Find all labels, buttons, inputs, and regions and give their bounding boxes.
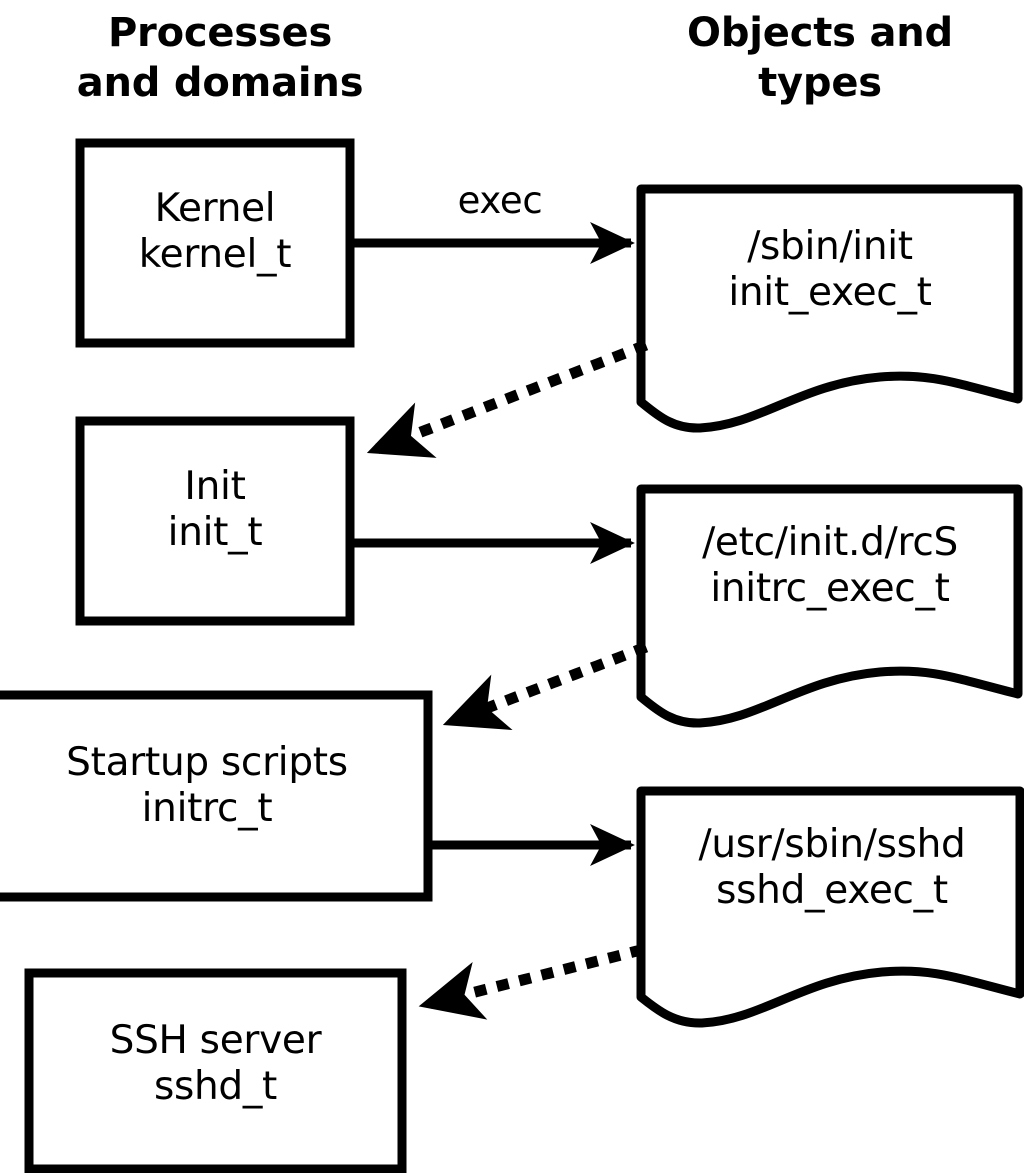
process-label-init: Init init_t (167, 464, 263, 556)
edge-init-exec-to-init (364, 339, 649, 459)
object-label-initrc-exec: /etc/init.d/rcS initrc_exec_t (702, 520, 958, 612)
column-header-objects: Objects and types (687, 10, 953, 106)
object-doc-initrc-exec[interactable] (636, 484, 1023, 728)
process-label-sshd: SSH server sshd_t (109, 1018, 322, 1110)
edge-sshd-exec-to-sshd (417, 944, 644, 1020)
object-doc-sshd-exec[interactable] (636, 786, 1024, 1028)
process-box-init[interactable] (75, 416, 355, 626)
process-box-initrc[interactable] (0, 690, 433, 902)
process-label-kernel: Kernel kernel_t (138, 186, 292, 278)
object-label-sshd-exec: /usr/sbin/sshd sshd_exec_t (698, 822, 966, 914)
object-doc-init-exec[interactable] (636, 184, 1023, 433)
process-box-kernel[interactable] (75, 138, 355, 348)
column-header-processes: Processes and domains (76, 10, 364, 106)
edge-label-exec: exec (457, 179, 543, 222)
process-box-sshd[interactable] (24, 968, 407, 1173)
object-label-init-exec: /sbin/init init_exec_t (728, 224, 932, 316)
process-label-initrc: Startup scripts initrc_t (66, 740, 348, 832)
edge-initrc-exec-to-initrc (440, 641, 649, 731)
